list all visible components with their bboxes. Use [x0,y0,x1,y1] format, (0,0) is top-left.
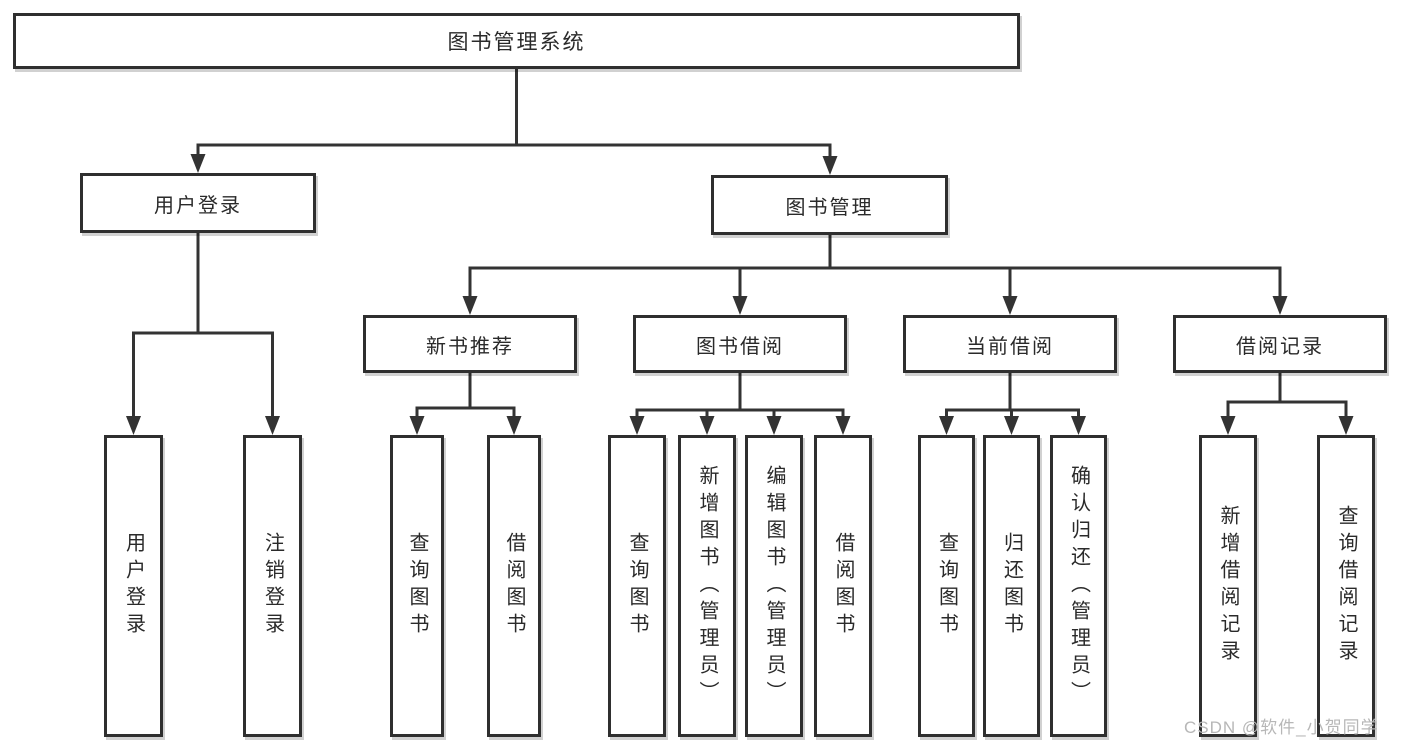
arrowhead-down-icon [506,416,522,435]
leaf-query-books-current: 查询图书 [918,435,975,737]
arrowhead-down-icon [1071,416,1086,435]
arrowhead-down-icon [766,416,782,435]
node-book-management: 图书管理 [711,175,948,235]
arrowhead-down-icon [939,416,954,435]
node-book-borrowing: 图书借阅 [633,315,847,373]
arrowhead-down-icon [126,416,141,435]
leaf-query-books-borrowing: 查询图书 [608,435,666,737]
arrowhead-down-icon [1338,416,1354,435]
leaf-user-login: 用户登录 [104,435,163,737]
arrowhead-down-icon [462,296,478,315]
leaf-add-book-admin: 新增图书（管理员） [678,435,736,737]
node-borrowing-records: 借阅记录 [1173,315,1387,373]
node-library-management-system: 图书管理系统 [13,13,1020,69]
csdn-watermark: CSDN @软件_小贺同学 [1184,718,1379,737]
arrowhead-down-icon [629,416,645,435]
leaf-query-borrow-record: 查询借阅记录 [1317,435,1375,737]
node-current-borrowing: 当前借阅 [903,315,1117,373]
arrowhead-down-icon [835,416,851,435]
leaf-query-books-recommend: 查询图书 [390,435,444,737]
leaf-add-borrow-record: 新增借阅记录 [1199,435,1257,737]
arrowhead-down-icon [732,296,748,315]
node-new-book-recommend: 新书推荐 [363,315,577,373]
leaf-edit-book-admin: 编辑图书（管理员） [745,435,803,737]
node-user-login: 用户登录 [80,173,316,233]
arrowhead-down-icon [1004,416,1019,435]
leaf-borrow-books-recommend: 借阅图书 [487,435,541,737]
arrowhead-down-icon [1002,296,1018,315]
leaf-confirm-return-admin: 确认归还（管理员） [1050,435,1107,737]
arrowhead-down-icon [699,416,715,435]
arrowhead-down-icon [1272,296,1288,315]
leaf-return-book: 归还图书 [983,435,1040,737]
leaf-borrow-books: 借阅图书 [814,435,872,737]
leaf-logout: 注销登录 [243,435,302,737]
arrowhead-down-icon [265,416,280,435]
arrowhead-down-icon [1220,416,1236,435]
arrowhead-down-icon [409,416,425,435]
arrowhead-down-icon [822,156,838,175]
arrowhead-down-icon [190,154,206,173]
